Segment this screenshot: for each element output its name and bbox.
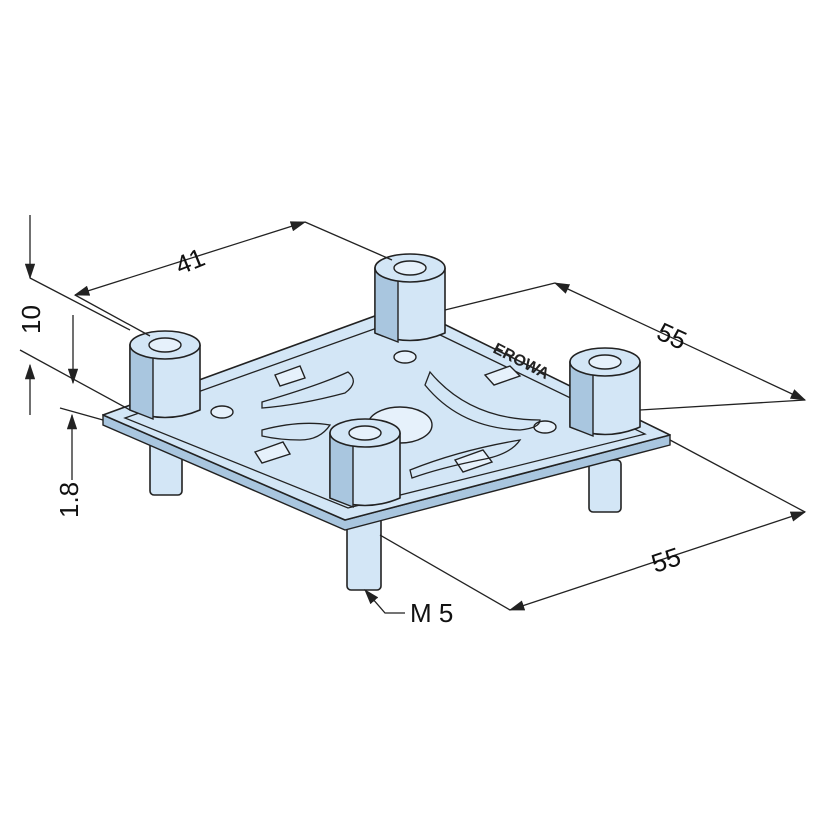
label-thread: M 5 [410,598,453,628]
dimension-55-top [444,282,807,411]
dimension-10 [19,215,131,411]
hex-nut-left [129,330,201,421]
hex-nut-front [329,418,401,509]
hex-nut-back [374,253,446,344]
thread-leader [364,589,405,614]
pin-right [588,459,622,513]
dimension-55-bottom [379,439,807,611]
label-55-bottom: 55 [648,541,685,578]
label-41: 41 [171,242,209,281]
label-55-top: 55 [652,316,691,355]
dimension-41 [73,221,393,337]
label-1-8: 1.8 [54,482,84,518]
hex-nut-right [569,347,641,438]
label-10: 10 [16,305,46,334]
dimension-1-8 [24,363,104,480]
